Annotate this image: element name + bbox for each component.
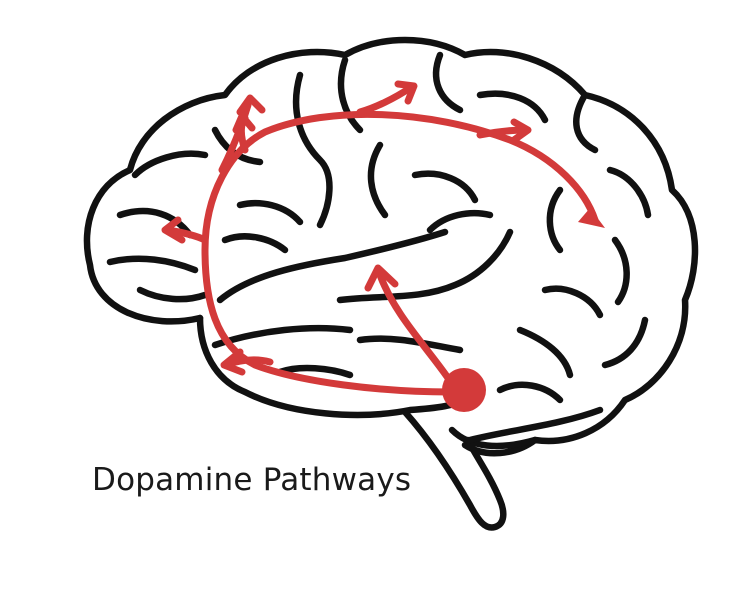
parietal-gyrus-4 [426,209,494,234]
cortex-contour [83,36,699,457]
frontal-gyrus-4 [136,286,209,303]
frontal-gyrus-7 [221,233,289,254]
arrow-head-parietal-2 [510,118,532,144]
temporal-gyrus [211,324,354,349]
arrow-head-frontal-upper-2 [232,112,256,134]
brain-outline [83,36,699,531]
parietal-gyrus-1 [432,51,464,114]
sylvian-fissure [216,228,449,304]
frontal-gyrus-6 [236,199,304,226]
brainstem [401,408,507,531]
occipital-gyrus-2 [606,166,652,219]
cerebellum-contour [448,426,539,450]
occipital-gyrus-7 [601,316,649,369]
parietal-branch-1 [356,84,414,116]
occipital-gyrus-6 [516,326,574,379]
frontal-gyrus-1 [116,207,194,239]
temporal-gyrus-2 [336,228,514,304]
arrow-head-parietal-1 [394,80,418,105]
arrow-head-frontal-upper-1 [236,94,266,116]
cerebellum-fold [466,406,604,444]
mesocortical-pathway [201,110,599,396]
occipital-gyrus-1 [573,91,599,154]
temporal-gyrus-3 [356,335,464,354]
occipital-gyrus-3 [546,186,564,254]
arrow-head-frontal-pole [161,216,186,244]
frontal-gyrus-2 [106,255,199,274]
parietal-gyrus-3 [411,170,479,204]
occipital-gyrus-5 [541,285,604,319]
occipital-gyrus-8 [496,381,564,404]
arrow-head-striatum [364,264,399,292]
arrow-head-frontal-lower [220,348,246,376]
central-sulcus [292,71,333,229]
diagram-caption: Dopamine Pathways [92,462,412,498]
frontal-branch-upper-1 [218,101,252,174]
temporal-lobe-contour [196,314,469,419]
parietal-gyrus-2 [476,90,549,124]
arrow-head-occipital [578,208,605,228]
precentral-gyrus [337,56,364,134]
temporal-gyrus-4 [276,364,354,379]
occipital-gyrus-4 [611,236,630,306]
dopamine-pathways [161,80,605,412]
mesolimbic-pathway [376,271,452,382]
dopamine-source-nucleus [442,368,486,412]
postcentral-gyrus [367,141,389,219]
frontal-gyrus-3 [131,150,209,179]
